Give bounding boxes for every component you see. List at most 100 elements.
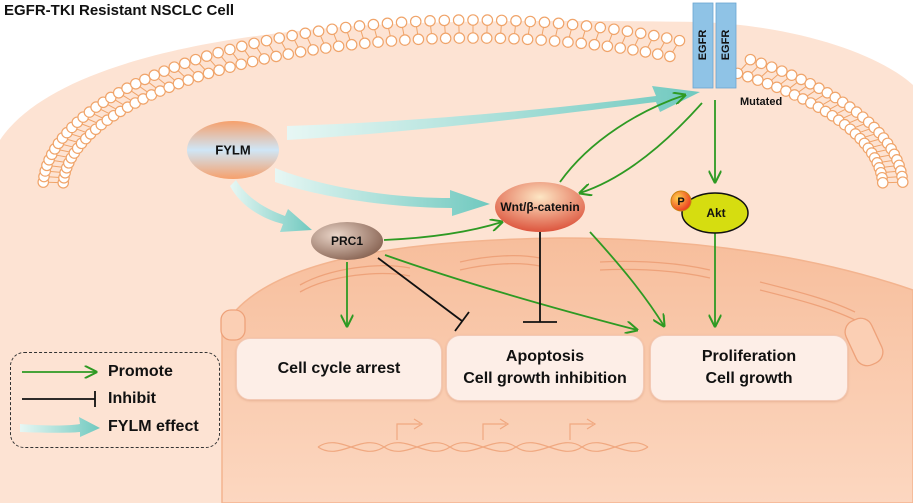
lipid-head (200, 50, 213, 62)
lipid-head (224, 61, 236, 73)
lipid-head (508, 32, 520, 45)
lipid-head (776, 65, 788, 77)
lipid-head (588, 38, 601, 51)
lipid-head (235, 58, 247, 71)
lipid-head (358, 37, 371, 50)
lipid-head (202, 67, 215, 80)
lipid-head (548, 35, 561, 47)
lipid-head (601, 40, 614, 53)
lipid-head (395, 16, 408, 29)
dna-helix (317, 418, 649, 452)
cell-growth-inhibition-label: Cell growth inhibition (463, 370, 627, 387)
lipid-head (673, 34, 686, 47)
lipid-head (785, 69, 798, 82)
lipid-head (260, 34, 273, 47)
lipid-head (562, 36, 574, 48)
legend-promote-label: Promote (108, 363, 173, 380)
node-fylm: FYLM (187, 121, 279, 179)
lipid-head (381, 17, 394, 30)
lipid-head (480, 32, 493, 44)
fylm-effect-arrow-egfr (287, 86, 700, 140)
lipid-head (896, 176, 909, 188)
lipid-head (651, 48, 664, 60)
lipid-head (270, 50, 282, 63)
outcome-proliferation: Proliferation Cell growth (650, 335, 848, 401)
lipid-head (438, 14, 451, 27)
lipid-head (189, 53, 202, 66)
lipid-head (353, 20, 366, 32)
fylm-label: FYLM (215, 142, 250, 157)
lipid-head (158, 65, 170, 77)
lipid-head (326, 23, 338, 36)
lipid-head (524, 15, 537, 28)
lipid-head (538, 16, 551, 29)
lipid-head (494, 32, 507, 45)
lipid-head (282, 48, 295, 60)
lipid-head (409, 15, 422, 28)
lipid-head (467, 32, 479, 44)
arrow-wnt-to-egfr (559, 95, 685, 183)
egfr-receptor-right (715, 2, 737, 89)
phospho-marker (670, 190, 692, 212)
lipid-head (608, 23, 620, 36)
lipid-head (535, 34, 547, 46)
lipid-head (575, 37, 588, 50)
wnt-label: Wnt/β-catenin (500, 200, 579, 214)
lipid-head (367, 18, 380, 31)
egfr-label-left: EGFR (697, 30, 709, 61)
lipid-head (639, 46, 652, 58)
lipid-head (294, 46, 307, 58)
lipid-head (426, 32, 438, 45)
lipid-head (385, 35, 398, 47)
lipid-head (372, 36, 384, 48)
inhibit-prc1-apoptosis (377, 257, 463, 322)
lipid-head (339, 21, 352, 34)
lipid-head (795, 73, 807, 86)
lipid-head (752, 74, 764, 86)
lipid-head (876, 176, 889, 189)
lipid-head (172, 77, 185, 90)
lipid-head (621, 25, 634, 38)
legend (10, 352, 220, 448)
lipid-head (192, 70, 204, 83)
lipid-head (510, 15, 522, 27)
lipid-head (755, 57, 768, 70)
lipid-head (744, 53, 757, 66)
akt-label: Akt (706, 206, 725, 220)
lipid-head (664, 50, 676, 63)
fylm-effect-arrow-prc1 (230, 180, 312, 232)
lipid-head (139, 73, 151, 86)
lipid-head (399, 34, 411, 46)
phospho-label: P (677, 196, 684, 208)
promote-arrows (347, 95, 715, 330)
lipid-bilayer-membrane (37, 14, 909, 189)
lipid-head (182, 74, 194, 86)
lipid-head (580, 20, 593, 32)
lipid-head (765, 61, 778, 73)
lipid-head (660, 32, 673, 44)
lipid-head (453, 32, 466, 44)
lipid-head (495, 14, 508, 27)
lipid-head (345, 38, 358, 51)
lipid-head (614, 42, 627, 54)
lipid-head (634, 27, 647, 40)
lipid-head (213, 64, 225, 77)
lipid-head (319, 42, 332, 54)
lipid-head (148, 69, 161, 82)
fylm-effect-arrow-wnt (275, 168, 490, 216)
lipid-head (248, 37, 260, 50)
proliferation-label: Proliferation (701, 348, 797, 366)
legend-fylm-effect-arrow (20, 417, 100, 437)
lipid-head (452, 14, 465, 26)
cell-growth-label: Cell growth (705, 370, 793, 387)
lipid-head (224, 43, 236, 56)
lipid-head (332, 40, 345, 53)
lipid-head (312, 25, 325, 38)
diagram-title: EGFR-TKI Resistant NSCLC Cell (4, 2, 235, 19)
node-wnt-beta-catenin: Wnt/β-catenin (495, 182, 585, 232)
lipid-head (467, 14, 479, 26)
lipid-head (246, 55, 259, 68)
lipid-head (299, 27, 312, 40)
lipid-head (178, 57, 191, 70)
